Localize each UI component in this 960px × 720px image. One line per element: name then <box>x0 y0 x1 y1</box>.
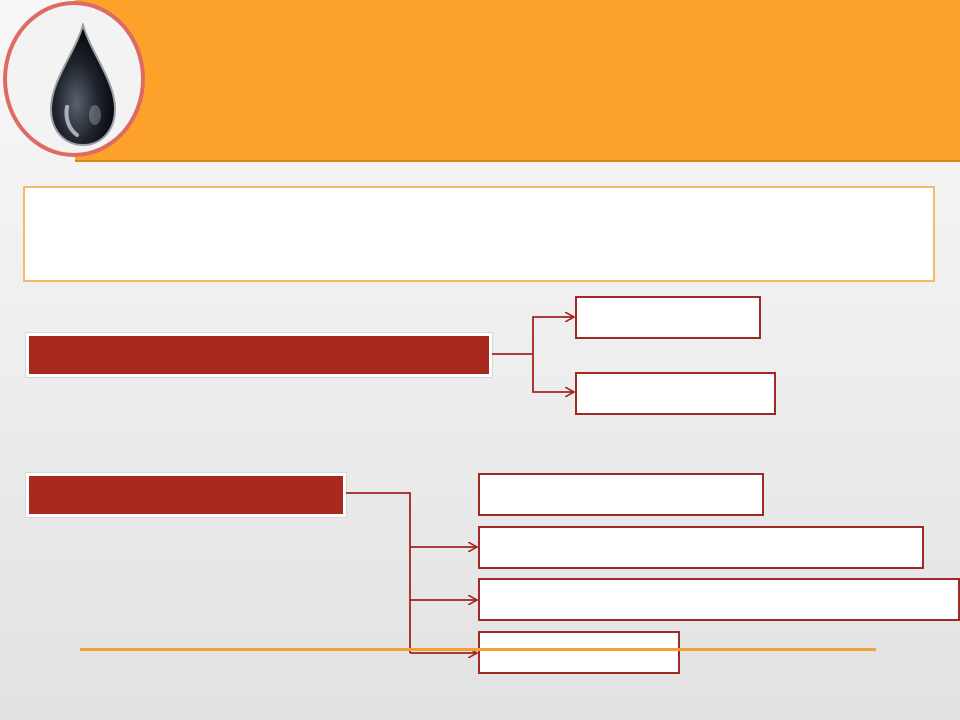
diagram-1-source-bar <box>26 333 492 377</box>
diagram-2-target-3 <box>478 578 960 621</box>
diagram-2-source-bar <box>26 473 346 517</box>
footer-line <box>80 648 876 651</box>
diagram-2-target-2 <box>478 526 924 569</box>
diagram-2-target-4 <box>478 631 680 674</box>
diagram-2-connector <box>346 492 476 653</box>
header-band <box>75 0 960 162</box>
intro-text-box <box>23 186 935 282</box>
oil-drop-icon <box>49 23 117 147</box>
diagram-1-target-1 <box>575 296 761 339</box>
logo-circle <box>3 1 145 157</box>
diagram-1-connector <box>492 317 573 392</box>
diagram-1-target-2 <box>575 372 776 415</box>
diagram-2-target-1 <box>478 473 764 516</box>
